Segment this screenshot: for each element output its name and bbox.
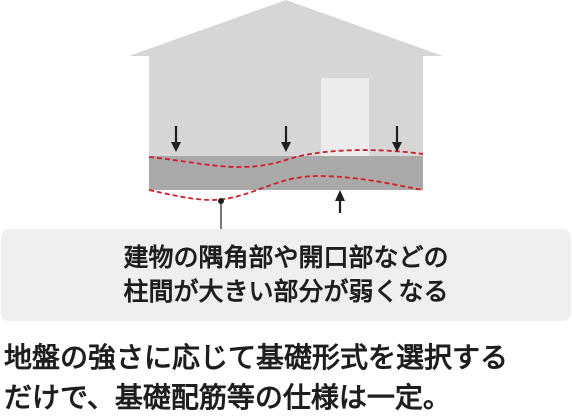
- deflection-line-bottom: [148, 175, 424, 201]
- weak-point-callout: 建物の隅角部や開口部などの 柱間が大きい部分が弱くなる: [1, 229, 571, 321]
- callout-line-1: 建物の隅角部や開口部などの: [123, 243, 449, 272]
- house-roof: [129, 0, 443, 56]
- callout-pointer: [218, 198, 224, 230]
- caption-line-1: 地盤の強さに応じて基礎形式を選択する: [4, 341, 509, 374]
- load-arrow-center: [281, 126, 291, 152]
- foundation-slab: [149, 156, 423, 190]
- house-foundation-diagram: [129, 0, 443, 230]
- load-arrow-left: [171, 126, 181, 152]
- door: [321, 78, 369, 158]
- caption-line-2: だけで、基礎配筋等の仕様は一定。: [4, 381, 451, 414]
- callout-line-2: 柱間が大きい部分が弱くなる: [123, 277, 449, 306]
- deflection-line-top: [148, 149, 424, 168]
- caption: 地盤の強さに応じて基礎形式を選択する だけで、基礎配筋等の仕様は一定。: [4, 338, 570, 418]
- reaction-arrow-up: [335, 190, 345, 213]
- load-arrow-right: [392, 126, 402, 152]
